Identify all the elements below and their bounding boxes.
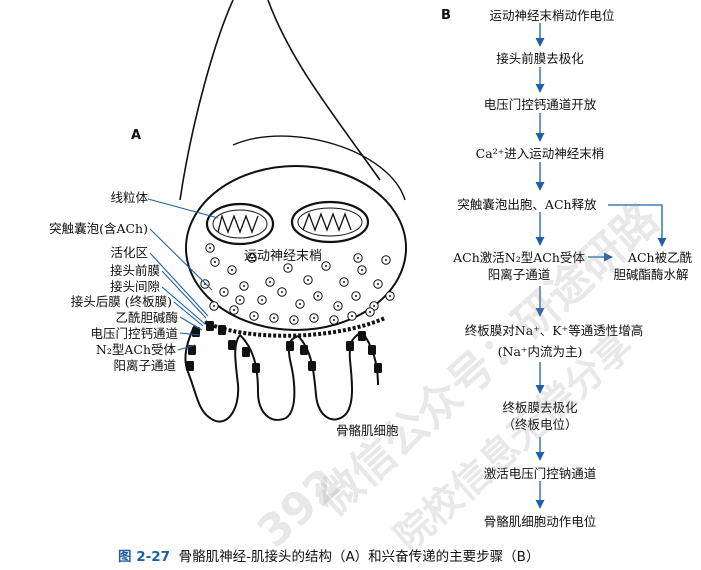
- membrane-receptors: [186, 321, 382, 373]
- vesicle-core: [233, 309, 235, 311]
- panel-b-letter: B: [441, 8, 451, 23]
- vesicle-core: [223, 291, 225, 293]
- step-8: 终板膜去极化: [502, 400, 578, 415]
- step-1: 运动神经末梢动作电位: [489, 8, 615, 23]
- vesicle-core: [333, 319, 335, 321]
- vesicle-core: [239, 299, 241, 301]
- vesicle-core: [281, 291, 283, 293]
- step-4: Ca²⁺进入运动神经末梢: [475, 146, 605, 161]
- label-junctional-cleft: 接头间隙: [109, 279, 160, 294]
- side-branch-2: 胆碱酯酶水解: [613, 267, 689, 282]
- receptor-block: [308, 361, 316, 371]
- step-3: 电压门控钙通道开放: [483, 97, 597, 112]
- label-postjunctional-membrane: 接头后膜 (终板膜): [70, 294, 172, 309]
- vesicle-core: [307, 279, 309, 281]
- vesicle-core: [337, 305, 339, 307]
- receptor-block: [368, 345, 376, 355]
- vesicle-core: [389, 295, 391, 297]
- vesicle-core: [357, 257, 359, 259]
- step-9: 激活电压门控钠通道: [483, 466, 597, 481]
- receptor-block: [358, 331, 366, 341]
- receptor-block: [186, 361, 194, 371]
- receptor-block: [252, 363, 260, 373]
- receptor-block: [228, 340, 236, 350]
- step-2: 接头前膜去极化: [496, 51, 584, 66]
- label-cation-channel: 阳离子通道: [113, 358, 176, 373]
- vesicle-core: [351, 315, 353, 317]
- vesicle-core: [377, 283, 379, 285]
- vesicle-core: [373, 305, 375, 307]
- schwann-cap: [232, 135, 406, 201]
- vesicle-core: [253, 315, 255, 317]
- panel-a-letter: A: [131, 128, 142, 143]
- vesicle-core: [243, 285, 245, 287]
- label-ca-channel: 电压门控钙通道: [90, 326, 178, 341]
- vesicle-core: [299, 303, 301, 305]
- synaptic-vesicles: [200, 243, 395, 325]
- step-5: 突触囊泡出胞、ACh释放: [457, 197, 597, 212]
- step-6-sub: 阳离子通道: [487, 267, 551, 282]
- receptor-block: [286, 341, 294, 351]
- vesicle-core: [317, 295, 319, 297]
- vesicle-core: [369, 311, 371, 313]
- vesicle-core: [214, 261, 216, 263]
- mitochondrion-right: [290, 200, 370, 244]
- label-prejunctional-membrane: 接头前膜: [109, 263, 160, 278]
- label-motor-nerve-terminal: 运动神经末梢: [244, 249, 323, 264]
- vesicle-core: [355, 295, 357, 297]
- vesicle-core: [273, 317, 275, 319]
- nerve-fiber-outline-left: [179, 0, 234, 201]
- receptor-block: [188, 345, 196, 355]
- side-branch-1: ACh被乙酰: [627, 250, 693, 265]
- vesicle-core: [385, 259, 387, 261]
- vesicle-core: [325, 265, 327, 267]
- figure-caption: 图 2-27 骨骼肌神经-肌接头的结构（A）和兴奋传递的主要步骤（B）: [118, 545, 539, 565]
- caption-text: 骨骼肌神经-肌接头的结构（A）和兴奋传递的主要步骤（B）: [178, 549, 540, 565]
- vesicle-core: [209, 247, 211, 249]
- step-10: 骨骼肌细胞动作电位: [483, 514, 597, 529]
- label-skeletal-muscle-cell: 骨骼肌细胞: [336, 423, 399, 438]
- vesicle-core: [213, 305, 215, 307]
- active-zone-band: [204, 316, 386, 338]
- vesicle-core: [361, 269, 363, 271]
- receptor-block: [346, 341, 354, 351]
- step-7: 终板膜对Na⁺、K⁺等通透性增高: [464, 323, 644, 338]
- receptor-block: [374, 363, 382, 373]
- label-n2-receptor: N₂型ACh受体: [95, 342, 176, 357]
- figure-number: 图 2-27: [118, 549, 170, 565]
- mitochondrion-left: [205, 202, 275, 246]
- vesicle-core: [287, 267, 289, 269]
- label-active-zone: 活化区: [110, 245, 148, 260]
- step-8-sub: （终板电位）: [502, 417, 578, 432]
- receptor-block: [242, 347, 250, 357]
- receptor-block: [300, 345, 308, 355]
- vesicle-core: [313, 317, 315, 319]
- vesicle-core: [293, 319, 295, 321]
- step-6: ACh激活N₂型ACh受体: [453, 250, 585, 265]
- vesicle-core: [269, 281, 271, 283]
- vesicle-core: [251, 257, 253, 259]
- vesicle-core: [231, 269, 233, 271]
- label-mitochondria: 线粒体: [110, 190, 148, 205]
- vesicle-core: [343, 281, 345, 283]
- label-leaders: [147, 198, 219, 351]
- step-7-sub: (Na⁺内流为主): [497, 344, 583, 359]
- label-acetylcholinesterase: 乙酰胆碱酶: [115, 310, 178, 325]
- label-synaptic-vesicle: 突触囊泡(含ACh): [49, 221, 148, 236]
- vesicle-core: [261, 299, 263, 301]
